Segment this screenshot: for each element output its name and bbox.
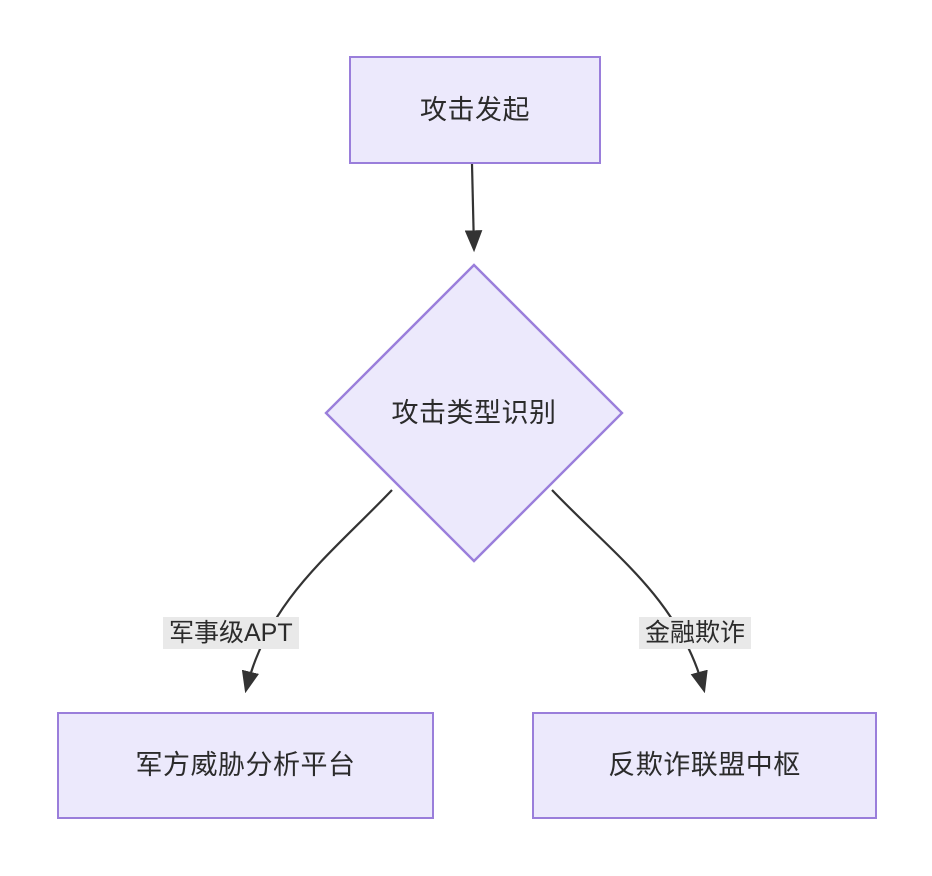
edge-attack-start-to-attack-type: [464, 163, 483, 253]
node-attack-start-label: 攻击发起: [420, 94, 530, 125]
node-attack-type[interactable]: 攻击类型识别: [324, 263, 624, 563]
node-attack-start[interactable]: 攻击发起: [349, 56, 601, 164]
node-antifraud-hub[interactable]: 反欺诈联盟中枢: [532, 712, 877, 819]
diamond-shape: [324, 263, 624, 563]
edge-label-military-apt: 军事级APT: [163, 617, 299, 649]
edge-label-financial-fraud: 金融欺诈: [639, 617, 752, 649]
node-military-platform-label: 军方威胁分析平台: [135, 750, 356, 781]
edge-attack-type-to-antifraud-hub: [551, 489, 708, 694]
edge-attack-type-to-military-platform: [241, 489, 393, 694]
node-military-platform[interactable]: 军方威胁分析平台: [57, 712, 434, 819]
node-antifraud-hub-label: 反欺诈联盟中枢: [608, 750, 801, 781]
node-attack-type-text-wrap: 攻击类型识别: [324, 263, 624, 563]
node-attack-type-label: 攻击类型识别: [391, 397, 557, 428]
